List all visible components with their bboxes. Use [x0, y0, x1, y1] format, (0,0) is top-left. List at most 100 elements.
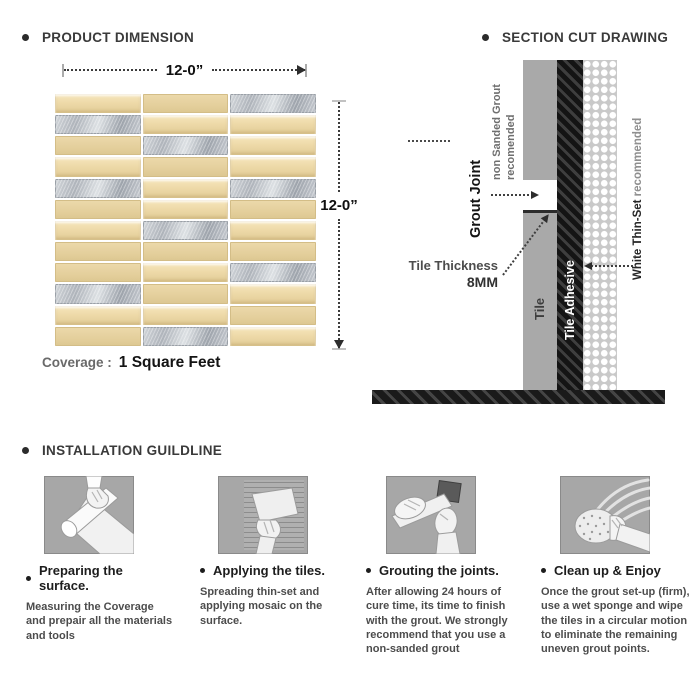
- product-dimension-title: PRODUCT DIMENSION: [42, 30, 195, 45]
- mosaic-tile-glass-hi: [55, 94, 141, 114]
- mosaic-tile-glass-hi: [230, 157, 316, 177]
- mosaic-tile-glass-hi: [55, 157, 141, 177]
- step-title-text: Clean up & Enjoy: [554, 563, 661, 578]
- height-dimension-label: 12-0”: [320, 197, 358, 214]
- dimension-tick: [332, 100, 346, 102]
- step-illustration-box: [386, 476, 476, 554]
- width-dimension: 12-0”: [62, 61, 307, 79]
- step-title-text: Preparing the surface.: [39, 563, 123, 593]
- thinset-label-bold: White Thin-Set: [632, 196, 644, 281]
- tile-cross-section-upper: [523, 60, 557, 180]
- mosaic-tile-metal: [230, 94, 316, 114]
- mosaic-tile-metal: [55, 115, 141, 135]
- mosaic-tile-glass: [142, 242, 229, 262]
- bullet-icon: [26, 575, 31, 581]
- clean-up-illustration: [560, 476, 650, 554]
- tile-thickness-label: Tile Thickness 8MM: [394, 258, 498, 290]
- mosaic-tile-glass-hi: [230, 136, 316, 156]
- substrate-bar: [372, 390, 665, 404]
- dimension-dashed-line: [64, 69, 157, 71]
- mosaic-tile-metal: [55, 178, 141, 199]
- tile-label: Tile: [532, 297, 547, 320]
- bullet-icon: [200, 568, 205, 573]
- mosaic-tile-glass: [55, 199, 141, 219]
- step-title: Preparing the surface.: [26, 563, 176, 593]
- bullet-icon: [366, 568, 371, 573]
- mosaic-tile-glass: [142, 284, 229, 304]
- mosaic-tile-glass-hi: [55, 305, 141, 325]
- step-illustration-box: [560, 476, 650, 554]
- mosaic-tile-glass-hi: [230, 284, 316, 304]
- leader-dash-fragment: [408, 140, 450, 142]
- installation-step-1: Preparing the surface. Measuring the Cov…: [26, 476, 176, 643]
- mosaic-tile-glass-hi: [230, 220, 316, 241]
- step-body: Once the grout set-up (firm), use a wet …: [541, 586, 690, 656]
- prepare-surface-illustration: [44, 476, 134, 554]
- thinset-label: White Thin-Set recommended: [632, 114, 644, 280]
- mosaic-tile-sample-photo: [55, 94, 316, 347]
- mosaic-tile-metal: [230, 263, 316, 283]
- step-title: Grouting the joints.: [366, 563, 516, 578]
- grout-joints-illustration: [386, 476, 476, 554]
- width-dimension-label: 12-0”: [165, 61, 204, 79]
- mosaic-tile-glass: [55, 136, 141, 156]
- coverage-line: Coverage : 1 Square Feet: [42, 354, 220, 372]
- section-cut-heading: SECTION CUT DRAWING: [482, 30, 668, 45]
- step-body: Measuring the Coverage and prepair all t…: [26, 601, 173, 642]
- bullet-icon: [482, 34, 489, 41]
- installation-title: INSTALLATION GUILDLINE: [42, 443, 223, 458]
- step-title: Clean up & Enjoy: [541, 563, 693, 578]
- mosaic-tile-glass: [142, 157, 229, 177]
- mosaic-tile-metal: [142, 220, 229, 241]
- mosaic-tile-glass-hi: [230, 326, 316, 346]
- mosaic-tile-glass: [55, 242, 141, 262]
- mosaic-tile-glass-hi: [142, 305, 229, 325]
- installation-heading: INSTALLATION GUILDLINE: [22, 443, 222, 458]
- mosaic-tile-glass-hi: [142, 199, 229, 219]
- dimension-arrow-down-icon: [334, 219, 344, 349]
- installation-step-3: Grouting the joints. After allowing 24 h…: [366, 476, 516, 656]
- tile-adhesive-label: Tile Adhesive: [563, 260, 577, 340]
- grout-joint-arrow-icon: [491, 191, 539, 199]
- mosaic-tile-glass-hi: [55, 220, 141, 241]
- tile-thickness-value: 8MM: [466, 274, 498, 290]
- step-illustration-box: [44, 476, 134, 554]
- mosaic-tile-metal: [142, 326, 229, 347]
- mosaic-tile-metal: [230, 178, 316, 199]
- thinset-label-gray: recommended: [632, 117, 644, 197]
- thinset-arrow-icon: [584, 262, 633, 270]
- coverage-value: 1 Square Feet: [118, 354, 221, 371]
- tile-thickness-text: Tile Thickness: [408, 258, 498, 273]
- dimension-tick: [332, 348, 346, 350]
- product-dimension-heading: PRODUCT DIMENSION: [22, 30, 194, 45]
- mosaic-tile-glass-hi: [142, 115, 229, 135]
- mosaic-tile-glass-hi: [142, 178, 229, 198]
- mosaic-tile-glass: [55, 263, 141, 283]
- mosaic-tile-metal: [55, 284, 141, 304]
- mosaic-tile-glass: [230, 305, 316, 325]
- bullet-icon: [22, 447, 29, 454]
- dimension-tick: [62, 63, 64, 77]
- coverage-label: Coverage :: [42, 355, 112, 370]
- step-title: Applying the tiles.: [200, 563, 334, 578]
- mosaic-tile-glass: [230, 242, 316, 262]
- installation-step-4: Clean up & Enjoy Once the grout set-up (…: [541, 476, 693, 656]
- grout-note-line2: recomended: [504, 114, 517, 180]
- step-title-text: Applying the tiles.: [213, 563, 325, 578]
- step-illustration-box: [218, 476, 308, 554]
- dimension-arrow-right-icon: [212, 65, 306, 75]
- installation-step-2: Applying the tiles. Spreading thin-set a…: [200, 476, 334, 628]
- section-cut-title: SECTION CUT DRAWING: [502, 30, 669, 45]
- mosaic-tile-metal: [142, 136, 229, 156]
- step-body: Spreading thin-set and applying mosaic o…: [200, 586, 323, 627]
- mosaic-tile-glass: [55, 326, 141, 346]
- mosaic-tile-glass: [230, 199, 316, 219]
- grout-joint-label: Grout Joint: [468, 159, 484, 238]
- dimension-dashed-line: [338, 102, 340, 192]
- grout-note-line1: non Sanded Grout: [491, 84, 503, 180]
- mosaic-tile-glass-hi: [142, 263, 229, 283]
- thinset-layer: [583, 60, 617, 390]
